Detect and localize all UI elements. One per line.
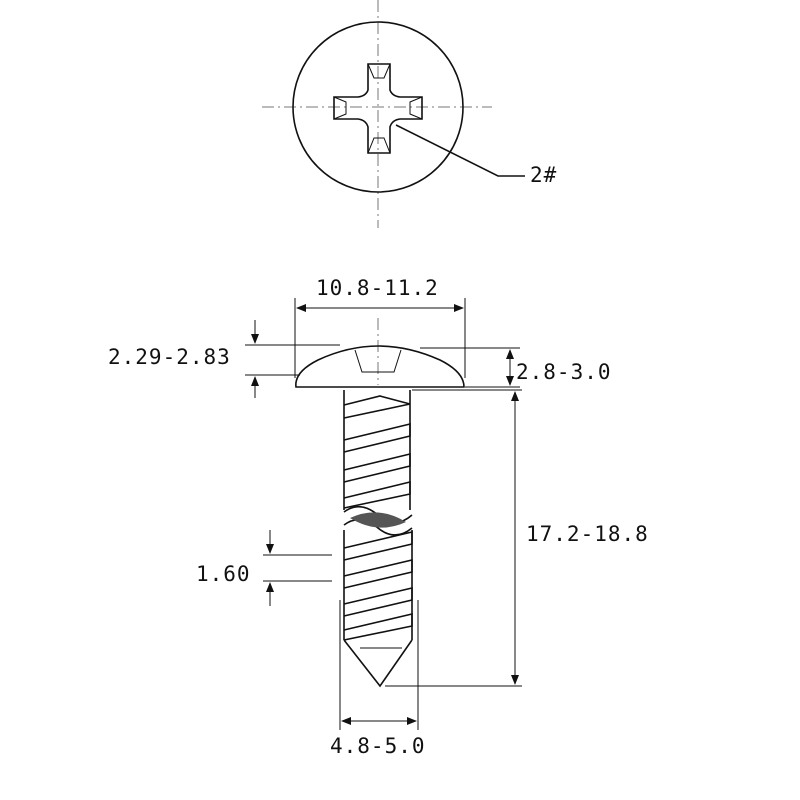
thread-diameter-label: 4.8-5.0 bbox=[330, 734, 426, 758]
screw-tip bbox=[343, 639, 413, 688]
head-outline bbox=[292, 21, 464, 193]
side-view bbox=[295, 318, 465, 688]
screw-head bbox=[295, 345, 465, 388]
break-hatch bbox=[350, 512, 406, 528]
pitch-label: 1.60 bbox=[196, 562, 251, 586]
head-height-label: 2.8-3.0 bbox=[516, 360, 612, 384]
recess-edges bbox=[333, 63, 423, 154]
head-diameter-label: 10.8-11.2 bbox=[316, 276, 439, 300]
recess-size-label: 2# bbox=[530, 163, 558, 187]
threads-upper bbox=[343, 395, 411, 509]
top-view bbox=[262, 0, 525, 228]
head-top-height-label: 2.29-2.83 bbox=[108, 345, 231, 369]
threads-lower bbox=[343, 530, 413, 641]
head-recess-section bbox=[354, 349, 402, 373]
recess-leader-line bbox=[395, 124, 525, 177]
length-label: 17.2-18.8 bbox=[526, 522, 649, 546]
dimension-lines bbox=[245, 298, 522, 730]
